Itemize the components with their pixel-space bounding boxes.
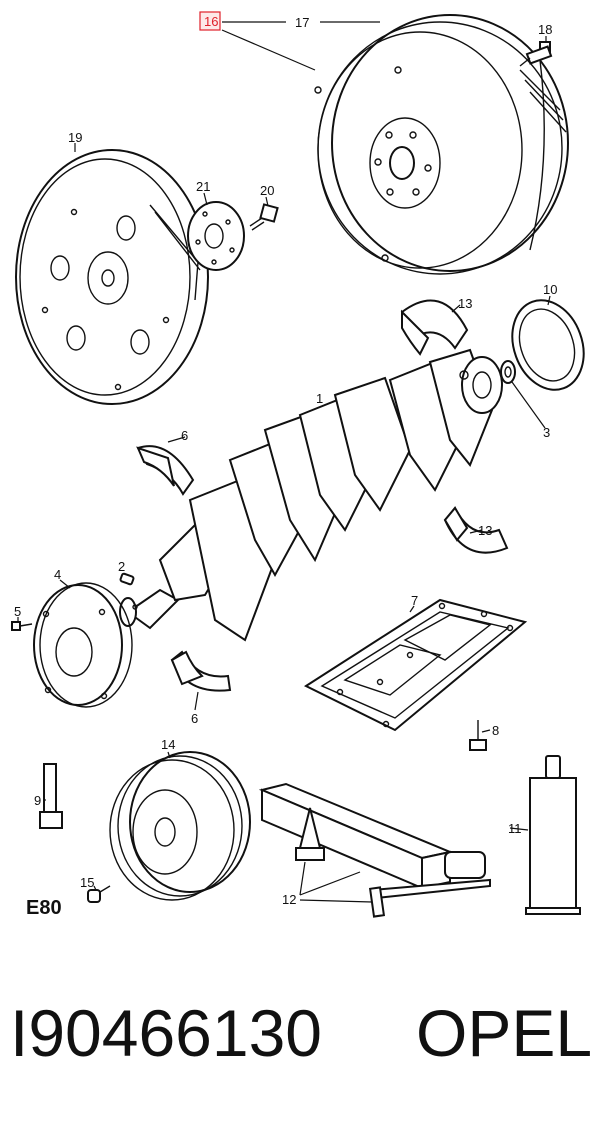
callout-5[interactable]: 5 [14,604,21,619]
callout-16[interactable]: 16 [204,14,218,29]
callout-labels: 16 17 18 19 21 20 10 13 1 3 6 13 2 4 7 5… [14,11,557,907]
key-part-2[interactable] [119,572,135,586]
callout-13-upper[interactable]: 13 [458,296,472,311]
callout-13-lower[interactable]: 13 [478,523,492,538]
callout-3[interactable]: 3 [543,425,550,440]
callout-20[interactable]: 20 [260,183,274,198]
bolt-part-8[interactable] [469,720,487,751]
sealant-kit-part-12[interactable] [258,782,491,918]
callout-16-box [199,11,221,31]
bolt-part-5[interactable] [11,621,33,631]
part-number: I90466130 [10,996,322,1070]
flexplate-part-19[interactable] [15,149,209,405]
bearing-shell-part-6-upper[interactable] [136,445,195,496]
callout-8[interactable]: 8 [492,723,499,738]
callout-19[interactable]: 19 [68,130,82,145]
bushing-part-3[interactable] [500,360,516,384]
callout-21[interactable]: 21 [196,179,210,194]
callout-10[interactable]: 10 [543,282,557,297]
plate-part-21[interactable] [187,201,245,271]
tube-part-11[interactable] [525,755,581,915]
bearing-shell-part-13-lower[interactable] [443,506,509,554]
pulley-part-14[interactable] [109,751,251,901]
callout-7[interactable]: 7 [411,593,418,608]
callout-6-upper[interactable]: 6 [181,428,188,443]
bearing-shell-part-13-upper[interactable] [400,299,469,356]
callout-6-lower[interactable]: 6 [191,711,198,726]
callout-1[interactable]: 1 [316,391,323,406]
bearing-shell-part-6-lower[interactable] [170,650,232,692]
callout-17[interactable]: 17 [295,15,309,30]
leader-lines [17,21,551,903]
section-code: E80 [26,897,62,919]
ring-gear-part-4[interactable] [33,582,133,708]
brand-name: OPEL [416,996,592,1070]
callout-11[interactable]: 11 [508,821,522,836]
bolt-part-20[interactable] [249,203,279,231]
callout-18[interactable]: 18 [538,22,552,37]
callout-4[interactable]: 4 [54,567,61,582]
callout-2[interactable]: 2 [118,559,125,574]
flywheel-part-17[interactable] [314,14,569,275]
gasket-part-7[interactable] [303,598,528,732]
callout-14[interactable]: 14 [161,737,175,752]
bolt-part-15[interactable] [87,885,111,903]
bolt-part-9[interactable] [39,763,63,829]
crankshaft-part-1[interactable] [119,348,503,642]
callout-12[interactable]: 12 [282,892,296,907]
callout-9[interactable]: 9 [34,793,41,808]
callout-15[interactable]: 15 [80,875,94,890]
bolt-part-18[interactable] [519,41,553,67]
seal-ring-part-10[interactable] [500,290,595,400]
